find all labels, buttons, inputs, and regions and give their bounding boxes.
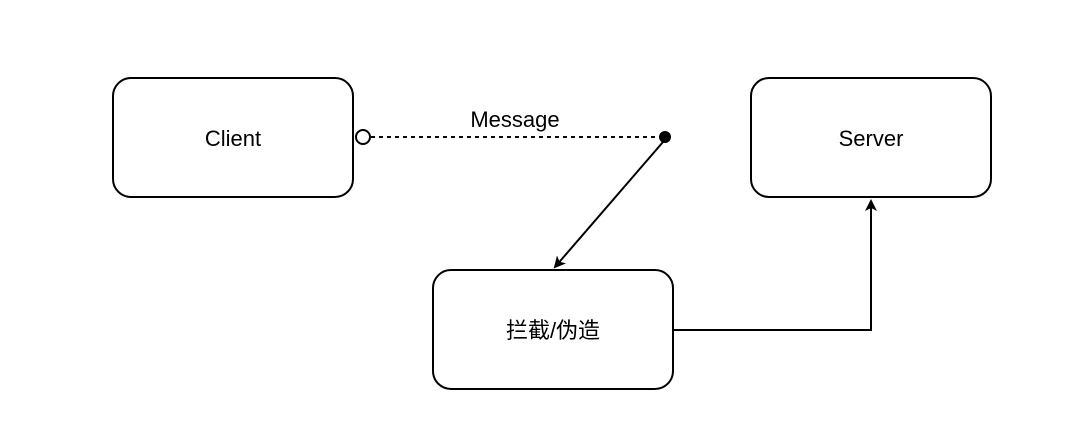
- forward-edge[interactable]: [673, 199, 877, 331]
- interceptor-node[interactable]: 拦截/伪造: [432, 269, 674, 390]
- client-box: [112, 77, 354, 198]
- server-label: Server: [839, 126, 904, 151]
- client-label: Client: [205, 126, 261, 151]
- interceptor-label: 拦截/伪造: [506, 318, 600, 343]
- forward-arrow-path: [673, 199, 877, 331]
- server-node[interactable]: Server: [750, 77, 992, 198]
- message-label: Message: [470, 107, 559, 132]
- intercept-arrow-line: [553, 141, 664, 269]
- client-node[interactable]: Client: [112, 77, 354, 198]
- message-filled-dot-icon: [659, 131, 671, 143]
- intercept-edge[interactable]: [553, 141, 664, 269]
- message-edge[interactable]: Message: [355, 107, 671, 145]
- message-open-circle-icon: [355, 129, 371, 145]
- server-box: [750, 77, 992, 198]
